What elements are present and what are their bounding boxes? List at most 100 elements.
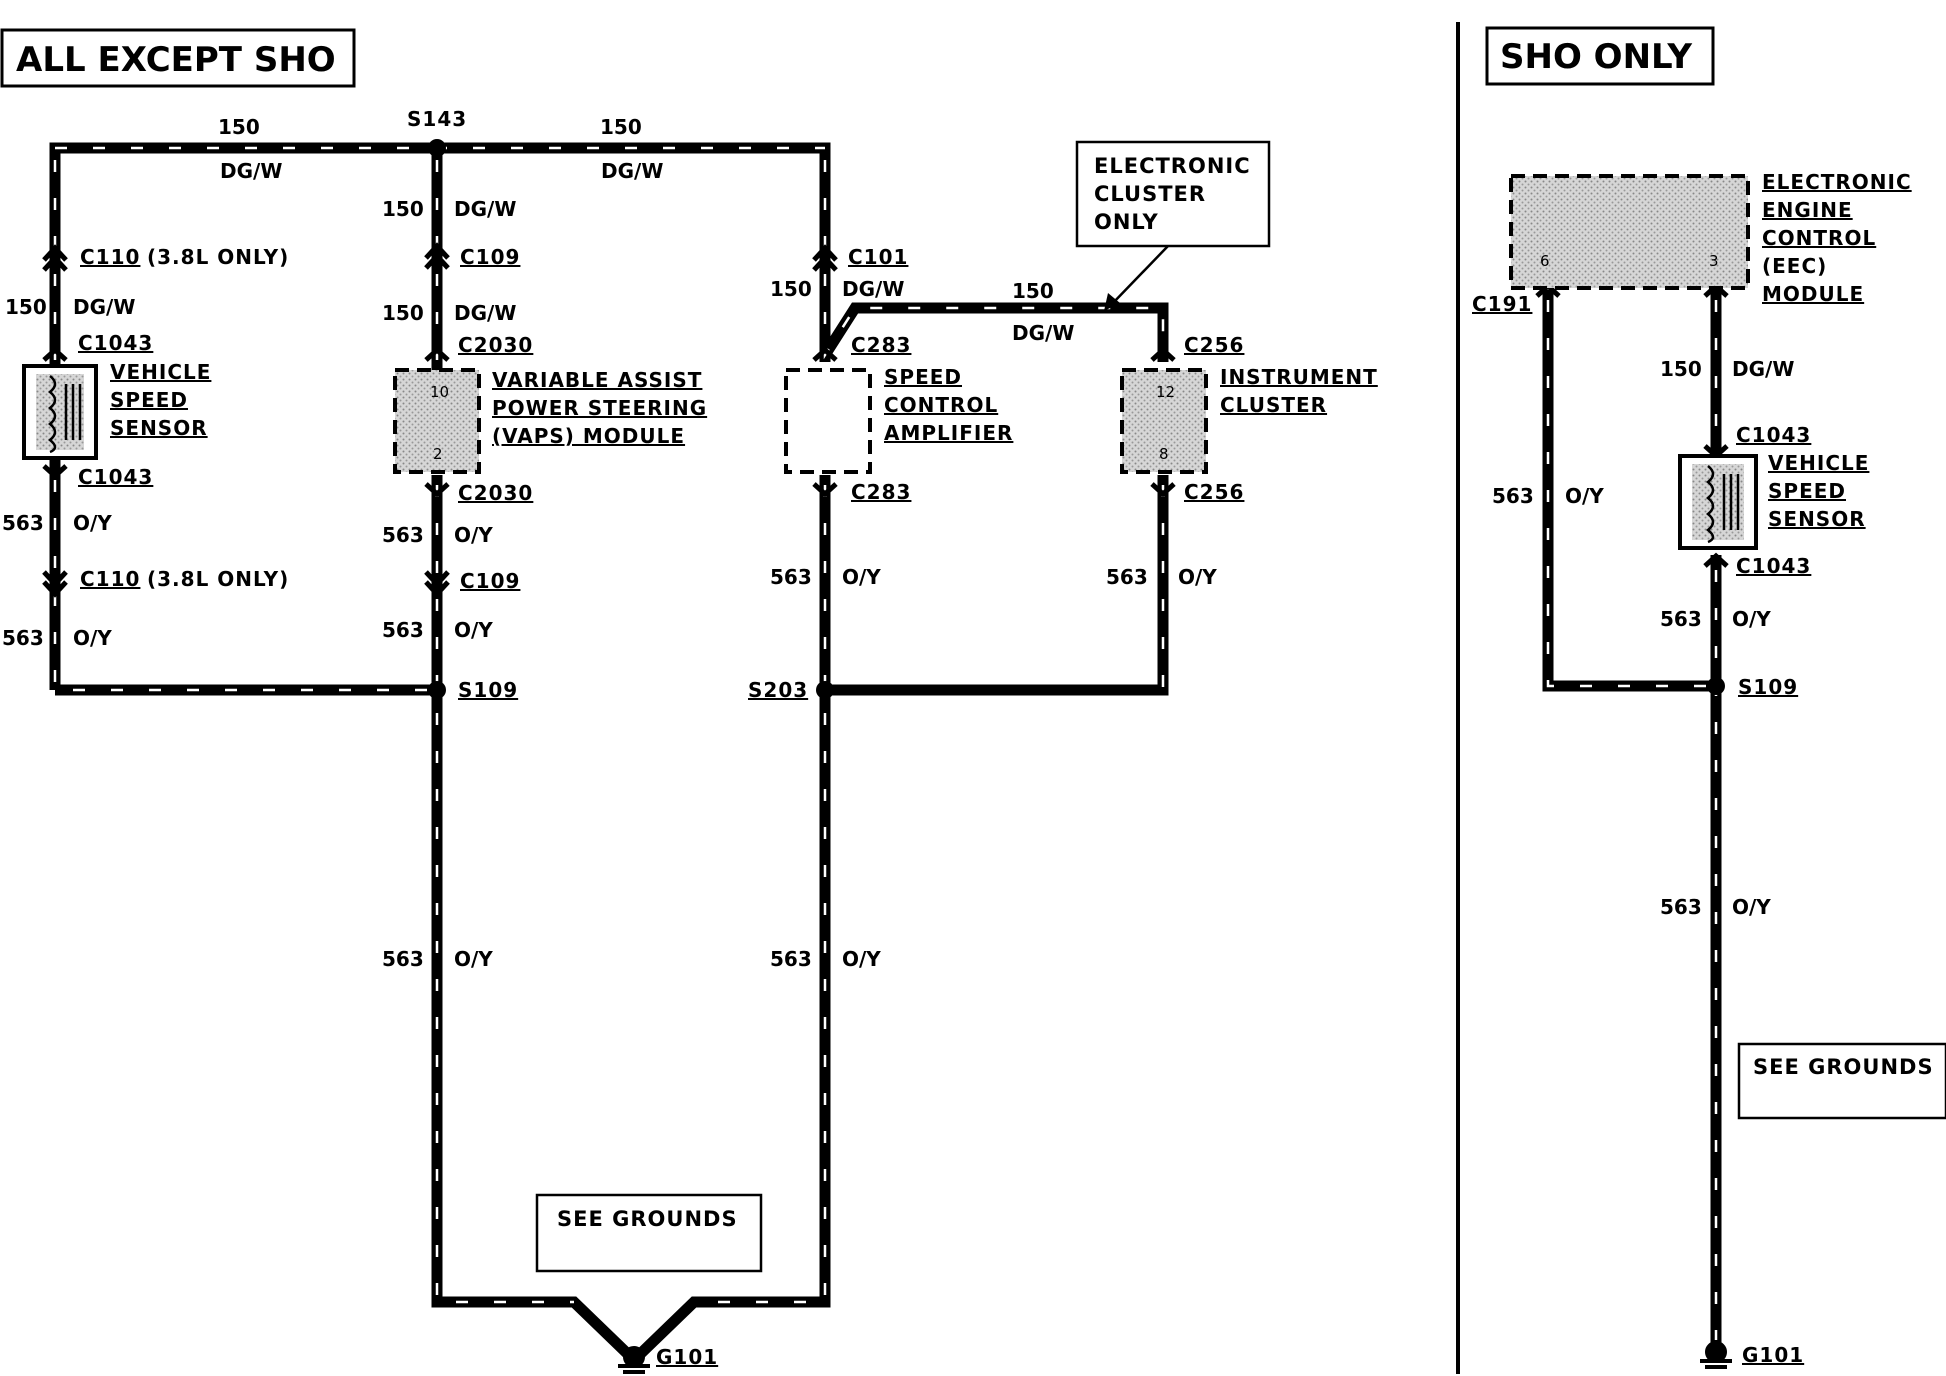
connector-c109-lower-icon bbox=[424, 570, 450, 598]
coil-icon bbox=[1706, 465, 1715, 544]
wire-labels-left: 150 DG/W 150 DG/W 150 DG/W 563 O/Y 563 O… bbox=[2, 115, 1217, 971]
connector-c110-lower-icon bbox=[42, 570, 68, 598]
sca-label-2: CONTROL bbox=[884, 393, 998, 417]
circuit-number: 150 bbox=[218, 115, 260, 139]
sca-label-1: SPEED bbox=[884, 365, 962, 389]
circuit-color: DG/W bbox=[454, 197, 516, 221]
ground-g101-right-label: G101 bbox=[1742, 1343, 1804, 1367]
circuit-number: 150 bbox=[382, 301, 424, 325]
eec-label-2: ENGINE bbox=[1762, 198, 1853, 222]
splice-s203-label: S203 bbox=[748, 678, 808, 702]
splice-s109-label: S109 bbox=[458, 678, 518, 702]
connector-c1043-right-lower-label: C1043 bbox=[1736, 554, 1811, 578]
eec-pin-right: 3 bbox=[1709, 252, 1719, 270]
splice-s203-dot bbox=[816, 681, 834, 699]
svg-text:ELECTRONIC: ELECTRONIC bbox=[1094, 154, 1251, 178]
note-see-grounds-right: SEE GROUNDS bbox=[1737, 1042, 1946, 1120]
connector-c2030-upper-label: C2030 bbox=[458, 333, 533, 357]
callout-arrow bbox=[1111, 245, 1169, 305]
circuit-color: DG/W bbox=[220, 159, 282, 183]
wire-labels-right: 563 O/Y 150 DG/W 563 O/Y 563 O/Y bbox=[1492, 357, 1794, 919]
circuit-color: O/Y bbox=[73, 511, 112, 535]
connector-c2030-bottom-icon bbox=[424, 482, 450, 498]
ic-pin-bottom: 8 bbox=[1159, 445, 1169, 463]
title-all-except-sho: ALL EXCEPT SHO bbox=[0, 28, 356, 88]
splice-s109-right-dot bbox=[1707, 677, 1725, 695]
wires-left bbox=[49, 142, 1169, 1364]
vss-right-label-1: VEHICLE bbox=[1768, 451, 1869, 475]
circuit-color: O/Y bbox=[454, 947, 493, 971]
vaps-label-3: (VAPS) MODULE bbox=[492, 424, 685, 448]
circuit-number: 563 bbox=[2, 626, 44, 650]
circuit-color: O/Y bbox=[1732, 895, 1771, 919]
vss-left-label-2: SPEED bbox=[110, 388, 188, 412]
connector-c110-upper-note: (3.8L ONLY) bbox=[147, 245, 289, 269]
svg-text:SEE GROUNDS: SEE GROUNDS bbox=[557, 1207, 738, 1231]
connector-marks bbox=[42, 242, 1729, 598]
wire-dashes-right bbox=[1546, 300, 1718, 1340]
wire-563-sca-s203 bbox=[819, 475, 1169, 696]
speed-control-amplifier bbox=[784, 368, 872, 474]
ic-label-2: CLUSTER bbox=[1220, 393, 1327, 417]
circuit-number: 563 bbox=[1106, 565, 1148, 589]
circuit-color: O/Y bbox=[73, 626, 112, 650]
dash-150-right bbox=[823, 160, 1165, 360]
circuit-color: DG/W bbox=[1012, 321, 1074, 345]
eec-pin-left: 6 bbox=[1540, 252, 1550, 270]
circuit-number: 150 bbox=[382, 197, 424, 221]
circuit-color: O/Y bbox=[454, 523, 493, 547]
circuit-color: DG/W bbox=[1732, 357, 1794, 381]
connector-c1043-lower-label: C1043 bbox=[78, 465, 153, 489]
connector-c2030-lower-label: C2030 bbox=[458, 481, 533, 505]
circuit-number: 563 bbox=[1492, 484, 1534, 508]
wires-right bbox=[1542, 290, 1722, 1350]
circuit-number: 563 bbox=[382, 523, 424, 547]
connector-c283-top-icon bbox=[812, 346, 838, 362]
connector-c283-bottom-icon bbox=[812, 482, 838, 498]
ground-icon-left bbox=[618, 1346, 650, 1374]
coil-icon bbox=[48, 375, 57, 454]
connector-c101-label: C101 bbox=[848, 245, 908, 269]
wire-150-cluster bbox=[820, 302, 1169, 362]
connector-c256-bottom-icon bbox=[1150, 482, 1176, 498]
circuit-color: DG/W bbox=[601, 159, 663, 183]
circuit-number: 150 bbox=[1012, 279, 1054, 303]
note-electronic-cluster-only: ELECTRONIC CLUSTER ONLY bbox=[1075, 140, 1271, 311]
svg-text:CLUSTER: CLUSTER bbox=[1094, 182, 1206, 206]
connector-c1043-upper-label: C1043 bbox=[78, 331, 153, 355]
connector-c256-top-icon bbox=[1150, 346, 1176, 362]
ground-icon-right bbox=[1700, 1341, 1732, 1369]
splice-labels: S143 S109 S203 S109 G101 G101 bbox=[407, 107, 1804, 1369]
note-see-grounds-left: SEE GROUNDS bbox=[535, 1193, 763, 1273]
circuit-color: O/Y bbox=[1565, 484, 1604, 508]
sca-label-3: AMPLIFIER bbox=[884, 421, 1013, 445]
connector-c110-upper-icon bbox=[42, 244, 68, 272]
connector-c109-upper-label: C109 bbox=[460, 245, 520, 269]
connector-c110-lower-note: (3.8L ONLY) bbox=[147, 567, 289, 591]
eec-module: 6 3 bbox=[1509, 174, 1750, 290]
circuit-number: 150 bbox=[5, 295, 47, 319]
vehicle-speed-sensor-left bbox=[22, 364, 98, 460]
connector-c191-label: C191 bbox=[1472, 292, 1532, 316]
circuit-number: 150 bbox=[600, 115, 642, 139]
circuit-color: O/Y bbox=[842, 947, 881, 971]
circuit-color: DG/W bbox=[454, 301, 516, 325]
circuit-number: 563 bbox=[770, 565, 812, 589]
circuit-number: 563 bbox=[770, 947, 812, 971]
vaps-pin-top: 10 bbox=[430, 383, 449, 401]
vehicle-speed-sensor-right bbox=[1678, 454, 1758, 550]
dash-563-mid bbox=[435, 485, 574, 1304]
connector-c256-lower-label: C256 bbox=[1184, 480, 1244, 504]
connector-c256-upper-label: C256 bbox=[1184, 333, 1244, 357]
connector-c101-icon bbox=[812, 244, 838, 272]
circuit-number: 563 bbox=[2, 511, 44, 535]
svg-text:SHO ONLY: SHO ONLY bbox=[1500, 37, 1692, 77]
eec-label-1: ELECTRONIC bbox=[1762, 170, 1912, 194]
vaps-module: 10 2 bbox=[393, 368, 481, 474]
svg-text:SEE GROUNDS: SEE GROUNDS bbox=[1753, 1055, 1934, 1079]
connector-labels: C110 (3.8L ONLY) C1043 C1043 C110 (3.8L … bbox=[78, 245, 1811, 593]
circuit-color: O/Y bbox=[1178, 565, 1217, 589]
dash-563-c191 bbox=[1546, 300, 1716, 688]
splice-s143-dot bbox=[428, 139, 446, 157]
vss-right-label-3: SENSOR bbox=[1768, 507, 1866, 531]
